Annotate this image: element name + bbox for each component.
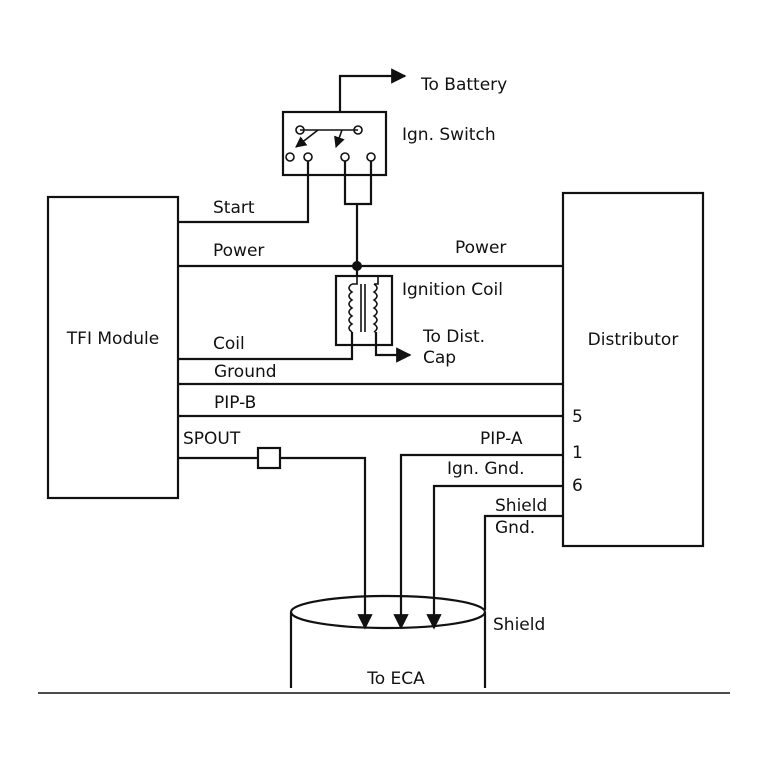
to-dist-cap-wire (374, 332, 412, 363)
shield-label: Shield (493, 615, 545, 635)
shielded-cable: Shield To ECA (289, 594, 545, 689)
pin-6: 6 (572, 476, 583, 496)
tfi-module-label: TFI Module (66, 329, 159, 349)
coil-wire (178, 332, 354, 361)
spout-wire-b (280, 456, 373, 630)
cap-label: Cap (423, 348, 456, 368)
pip-b-label: PIP-B (214, 393, 256, 413)
spout-label: SPOUT (183, 429, 241, 449)
to-battery-label: To Battery (420, 75, 507, 95)
coil-label: Coil (213, 334, 245, 354)
to-eca-label: To ECA (366, 669, 425, 689)
ign-gnd-label: Ign. Gnd. (447, 459, 525, 479)
shield-gnd-wire (483, 514, 563, 610)
spout-connector (256, 446, 282, 470)
battery-lead: To Battery (338, 68, 507, 112)
ign-switch-label: Ign. Switch (402, 125, 496, 145)
tfi-module: TFI Module (46, 195, 180, 500)
power-label-right: Power (455, 238, 506, 258)
pin-5: 5 (572, 407, 583, 427)
pip-a-wire (393, 453, 563, 630)
to-dist-label: To Dist. (422, 327, 485, 347)
gnd-label: Gnd. (495, 518, 535, 538)
ignition-coil-label: Ignition Coil (402, 280, 503, 300)
start-label: Start (213, 198, 255, 218)
ground-label: Ground (214, 362, 277, 382)
pip-a-label: PIP-A (480, 429, 523, 449)
distributor: Distributor (561, 191, 705, 548)
ignition-coil: Ignition Coil (334, 266, 503, 347)
shield-gnd-label: Shield (495, 496, 547, 516)
start-wire (178, 161, 310, 224)
pin-1: 1 (572, 443, 583, 463)
power-label-left: Power (213, 241, 264, 261)
ignition-switch: Ign. Switch (281, 110, 496, 177)
ign-gnd-wire (426, 484, 563, 630)
distributor-label: Distributor (588, 330, 679, 350)
